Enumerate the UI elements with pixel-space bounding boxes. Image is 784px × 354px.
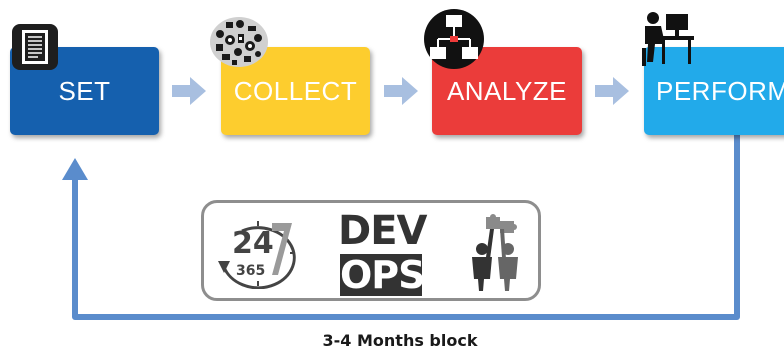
practices-panel: 24 365 DEV OPS — [201, 200, 541, 301]
always-on-small-number: 365 — [236, 263, 265, 279]
stage-collect: COLLECT — [221, 47, 370, 135]
network-icon — [424, 9, 484, 69]
connector-arrow-2 — [384, 77, 418, 105]
devops-ops-text: OPS — [340, 253, 426, 297]
devops-logo: DEV OPS — [336, 208, 427, 298]
devops-ops-box: OPS — [340, 253, 426, 297]
collage-icon — [210, 17, 268, 67]
collaboration-badge — [466, 213, 526, 298]
always-on-badge: 24 365 — [212, 217, 304, 294]
stage-collect-label: COLLECT — [233, 75, 358, 106]
connector-arrow-1 — [172, 77, 206, 105]
stage-analyze-label: ANALYZE — [446, 75, 568, 106]
team-puzzle-icon — [472, 214, 518, 291]
document-icon — [12, 24, 58, 70]
devops-dev-text: DEV — [338, 208, 427, 254]
always-on-big-number: 24 — [232, 226, 274, 261]
footer-label: 3-4 Months block — [322, 331, 478, 350]
24-7-365-clock-icon: 24 365 — [218, 221, 296, 290]
person-at-computer-icon — [642, 12, 694, 66]
stage-perform: PERFORM — [644, 47, 784, 135]
stage-perform-label: PERFORM — [656, 75, 784, 106]
connector-arrow-3 — [595, 77, 629, 105]
stage-set-label: SET — [58, 75, 111, 106]
stage-analyze: ANALYZE — [432, 47, 582, 135]
